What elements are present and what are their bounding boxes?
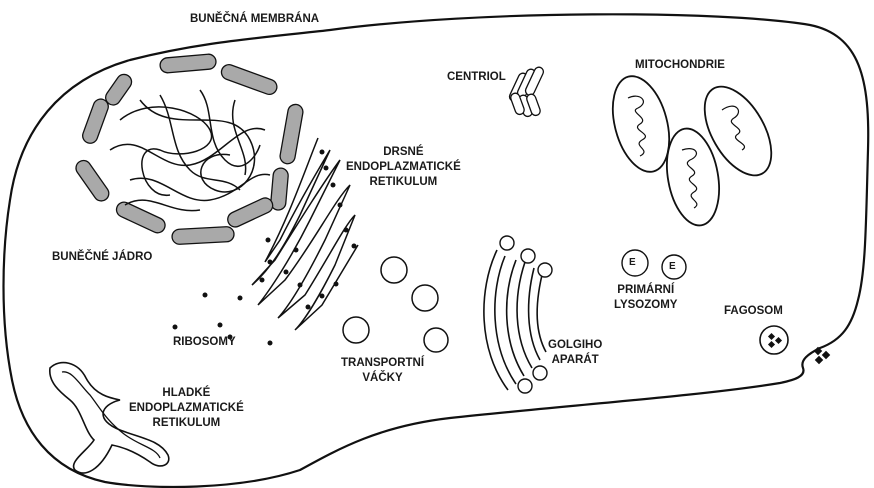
label-transport-vesicles-line-1: TRANSPORTNÍ [341,356,424,371]
label-rough-er-line-3: RETIKULUM [346,175,461,190]
label-smooth-er-line-1: HLADKÉ [129,386,244,401]
engulfed-particles [814,347,830,364]
label-phagosome: FAGOSOM [724,304,783,319]
label-golgi: GOLGIHO APARÁT [548,338,602,368]
label-lysosomes-line-2: LYSOZOMY [614,298,677,313]
centriole [508,66,545,118]
label-rough-er-line-2: ENDOPLAZMATICKÉ [346,160,461,175]
label-transport-vesicles-line-2: VÁČKY [341,371,424,386]
label-cell-membrane: BUNĚČNÁ MEMBRÁNA [190,12,319,27]
label-mitochondria: MITOCHONDRIE [635,58,725,73]
label-lysosomes-line-1: PRIMÁRNÍ [614,283,677,298]
nuclear-envelope [73,54,304,245]
label-transport-vesicles: TRANSPORTNÍ VÁČKY [341,356,424,386]
chromatin [110,90,270,211]
label-nucleus: BUNĚČNÉ JÁDRO [52,250,152,265]
label-smooth-er-line-2: ENDOPLAZMATICKÉ [129,401,244,416]
label-smooth-er: HLADKÉ ENDOPLAZMATICKÉ RETIKULUM [129,386,244,431]
label-rough-er-line-1: DRSNÉ [346,145,461,160]
label-smooth-er-line-3: RETIKULUM [129,416,244,431]
rough-er [252,138,358,330]
transport-vesicles [343,257,448,352]
label-lysosomes: PRIMÁRNÍ LYSOZOMY [614,283,677,313]
phagosome [760,326,788,354]
lysosome-mark-2: E [669,259,676,274]
label-rough-er: DRSNÉ ENDOPLAZMATICKÉ RETIKULUM [346,145,461,190]
label-centriole: CENTRIOL [447,70,506,85]
label-ribosomes: RIBOSOMY [173,335,236,350]
label-golgi-line-1: GOLGIHO [548,338,602,353]
label-golgi-line-2: APARÁT [548,353,602,368]
lysosome-mark-1: E [629,255,636,270]
